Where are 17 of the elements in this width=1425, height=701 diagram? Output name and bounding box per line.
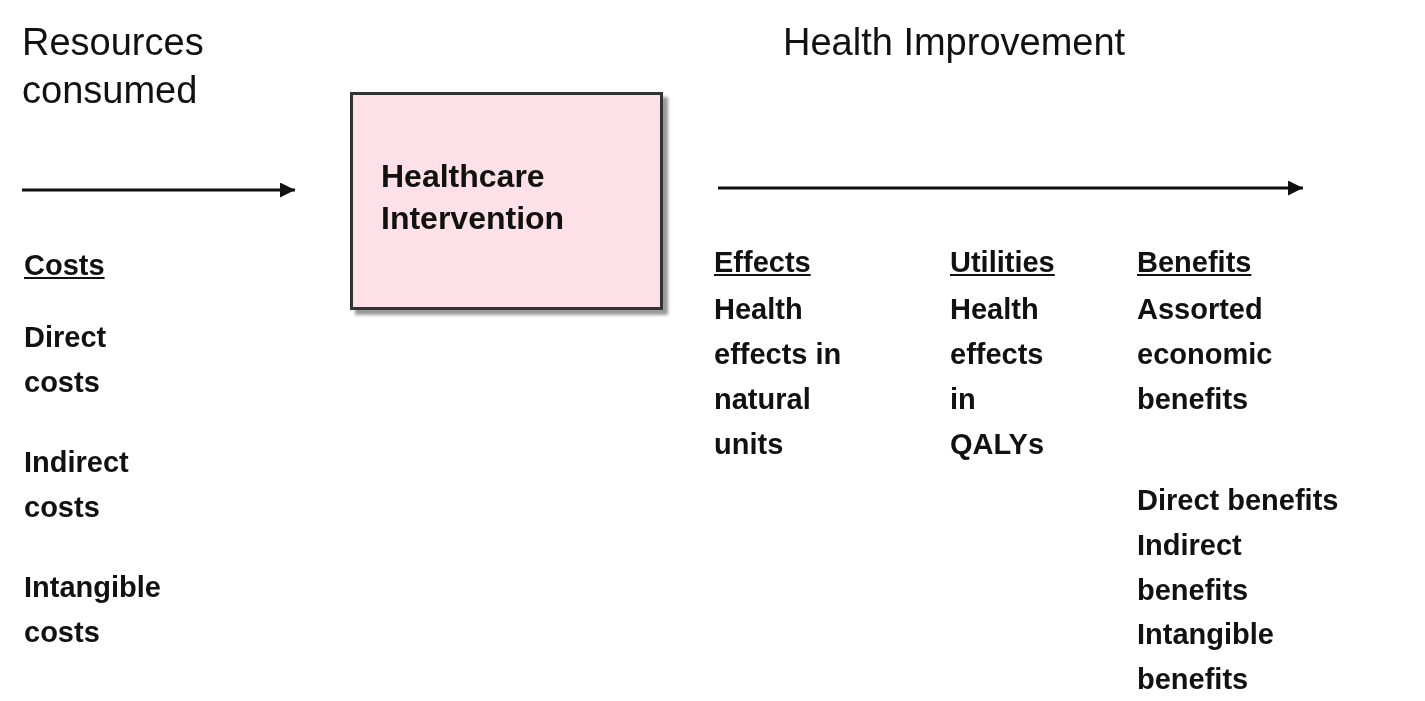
heading: Health Improvement <box>783 20 1127 65</box>
list-item: Direct costs <box>24 320 108 400</box>
column-heading: Utilities <box>950 245 1056 280</box>
list-item: Direct benefits <box>1137 483 1340 518</box>
list-item: Health effects in QALYs <box>950 292 1046 462</box>
process-box <box>350 92 663 310</box>
box-label: Healthcare Intervention <box>381 157 566 238</box>
list-item: Intangible costs <box>24 570 162 650</box>
column-heading: Benefits <box>1137 245 1253 280</box>
column-heading: Costs <box>24 248 106 283</box>
heading: Resources consumed <box>22 20 205 113</box>
list-item: Indirect costs <box>24 445 130 525</box>
list-item: Assorted economic benefits <box>1137 292 1274 417</box>
list-item: Intangible benefits <box>1137 617 1275 697</box>
list-item: Indirect benefits <box>1137 528 1250 608</box>
list-item: Health effects in natural units <box>714 292 843 462</box>
column-heading: Effects <box>714 245 812 280</box>
